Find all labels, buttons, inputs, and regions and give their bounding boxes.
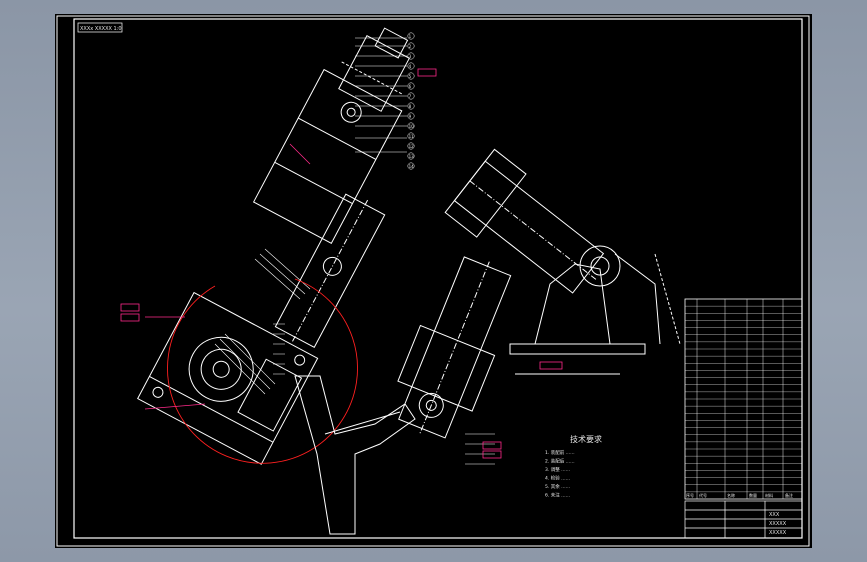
title-block-label-1: XXX: [769, 512, 780, 518]
balloon-label: 9: [409, 114, 412, 119]
balloon-label: 13: [409, 154, 415, 159]
parts-table-header-cell: 备注: [785, 492, 793, 498]
balloon-label: 7: [409, 94, 412, 99]
outer-frame: [56, 15, 810, 547]
parts-table-header-cell: 材料: [765, 492, 773, 498]
tech-requirement-line: 1. 装配前 ……: [545, 449, 575, 456]
balloon-label: 5: [409, 74, 412, 79]
parts-table-header-cell: 数量: [749, 492, 757, 498]
balloon-label: 4: [409, 64, 412, 69]
parts-list-table: 序号代号 名称 数量 材料 备注: [684, 298, 803, 500]
balloon-label: 3: [409, 54, 412, 59]
tech-requirement-line: 4. 检验 ……: [545, 475, 570, 482]
tech-requirement-line: 3. 调整 ……: [545, 466, 570, 473]
balloon: [407, 72, 415, 80]
balloon: [407, 92, 415, 100]
balloon: [407, 62, 415, 70]
title-block-label-3: XXXXX: [769, 530, 787, 536]
balloon: [407, 52, 415, 60]
cad-drawing-viewport[interactable]: XXXx XXXXX 1:0: [55, 14, 812, 548]
cad-drawing: XXXx XXXXX 1:0: [56, 15, 810, 547]
title-block: [684, 500, 803, 539]
corner-label: XXXx XXXXX 1:0: [80, 26, 122, 32]
corner-label-box: [77, 22, 123, 33]
balloon: [407, 32, 415, 40]
parts-table-header-cell: 序号: [686, 492, 694, 498]
balloon: [407, 82, 415, 90]
balloon: [407, 42, 415, 50]
tech-requirements-title: 技术要求: [570, 434, 602, 444]
tech-requirement-line: 2. 装配后 ……: [545, 458, 575, 465]
balloon-label: 14: [409, 164, 415, 169]
balloon-label: 12: [409, 144, 415, 149]
parts-table-header-cell: 名称: [727, 492, 735, 498]
upper-arm-assembly: [137, 27, 410, 465]
parts-table-header-cell: 代号: [699, 492, 707, 498]
swing-arc: [167, 278, 358, 464]
tech-requirement-line: 5. 其余 ……: [545, 483, 570, 490]
balloon: [407, 142, 415, 150]
inner-frame: [73, 18, 803, 539]
balloon: [407, 102, 415, 110]
leader-lines: [273, 37, 495, 465]
balloon-label: 1: [409, 34, 412, 39]
balloon: [407, 112, 415, 120]
balloon-label: 2: [409, 44, 412, 49]
tech-requirement-line: 6. 未注 ……: [545, 492, 570, 499]
lower-arm-assembly: [294, 256, 512, 535]
balloon-label: 8: [409, 104, 412, 109]
balloon: [407, 132, 415, 140]
balloon: [407, 122, 415, 130]
balloon: [407, 162, 415, 170]
balloon-label: 10: [409, 124, 415, 129]
balloon-label: 11: [409, 134, 415, 139]
balloon-label: 6: [409, 84, 412, 89]
title-block-label-2: XXXXX: [769, 521, 787, 527]
balloon: [407, 152, 415, 160]
side-view-assembly: [444, 148, 681, 375]
dimension-tags: [120, 68, 563, 459]
tech-requirements: 技术要求 1. 装配前 …… 2. 装配后 ……3. 调整 …… 4. 检验 ……5…: [545, 434, 602, 499]
